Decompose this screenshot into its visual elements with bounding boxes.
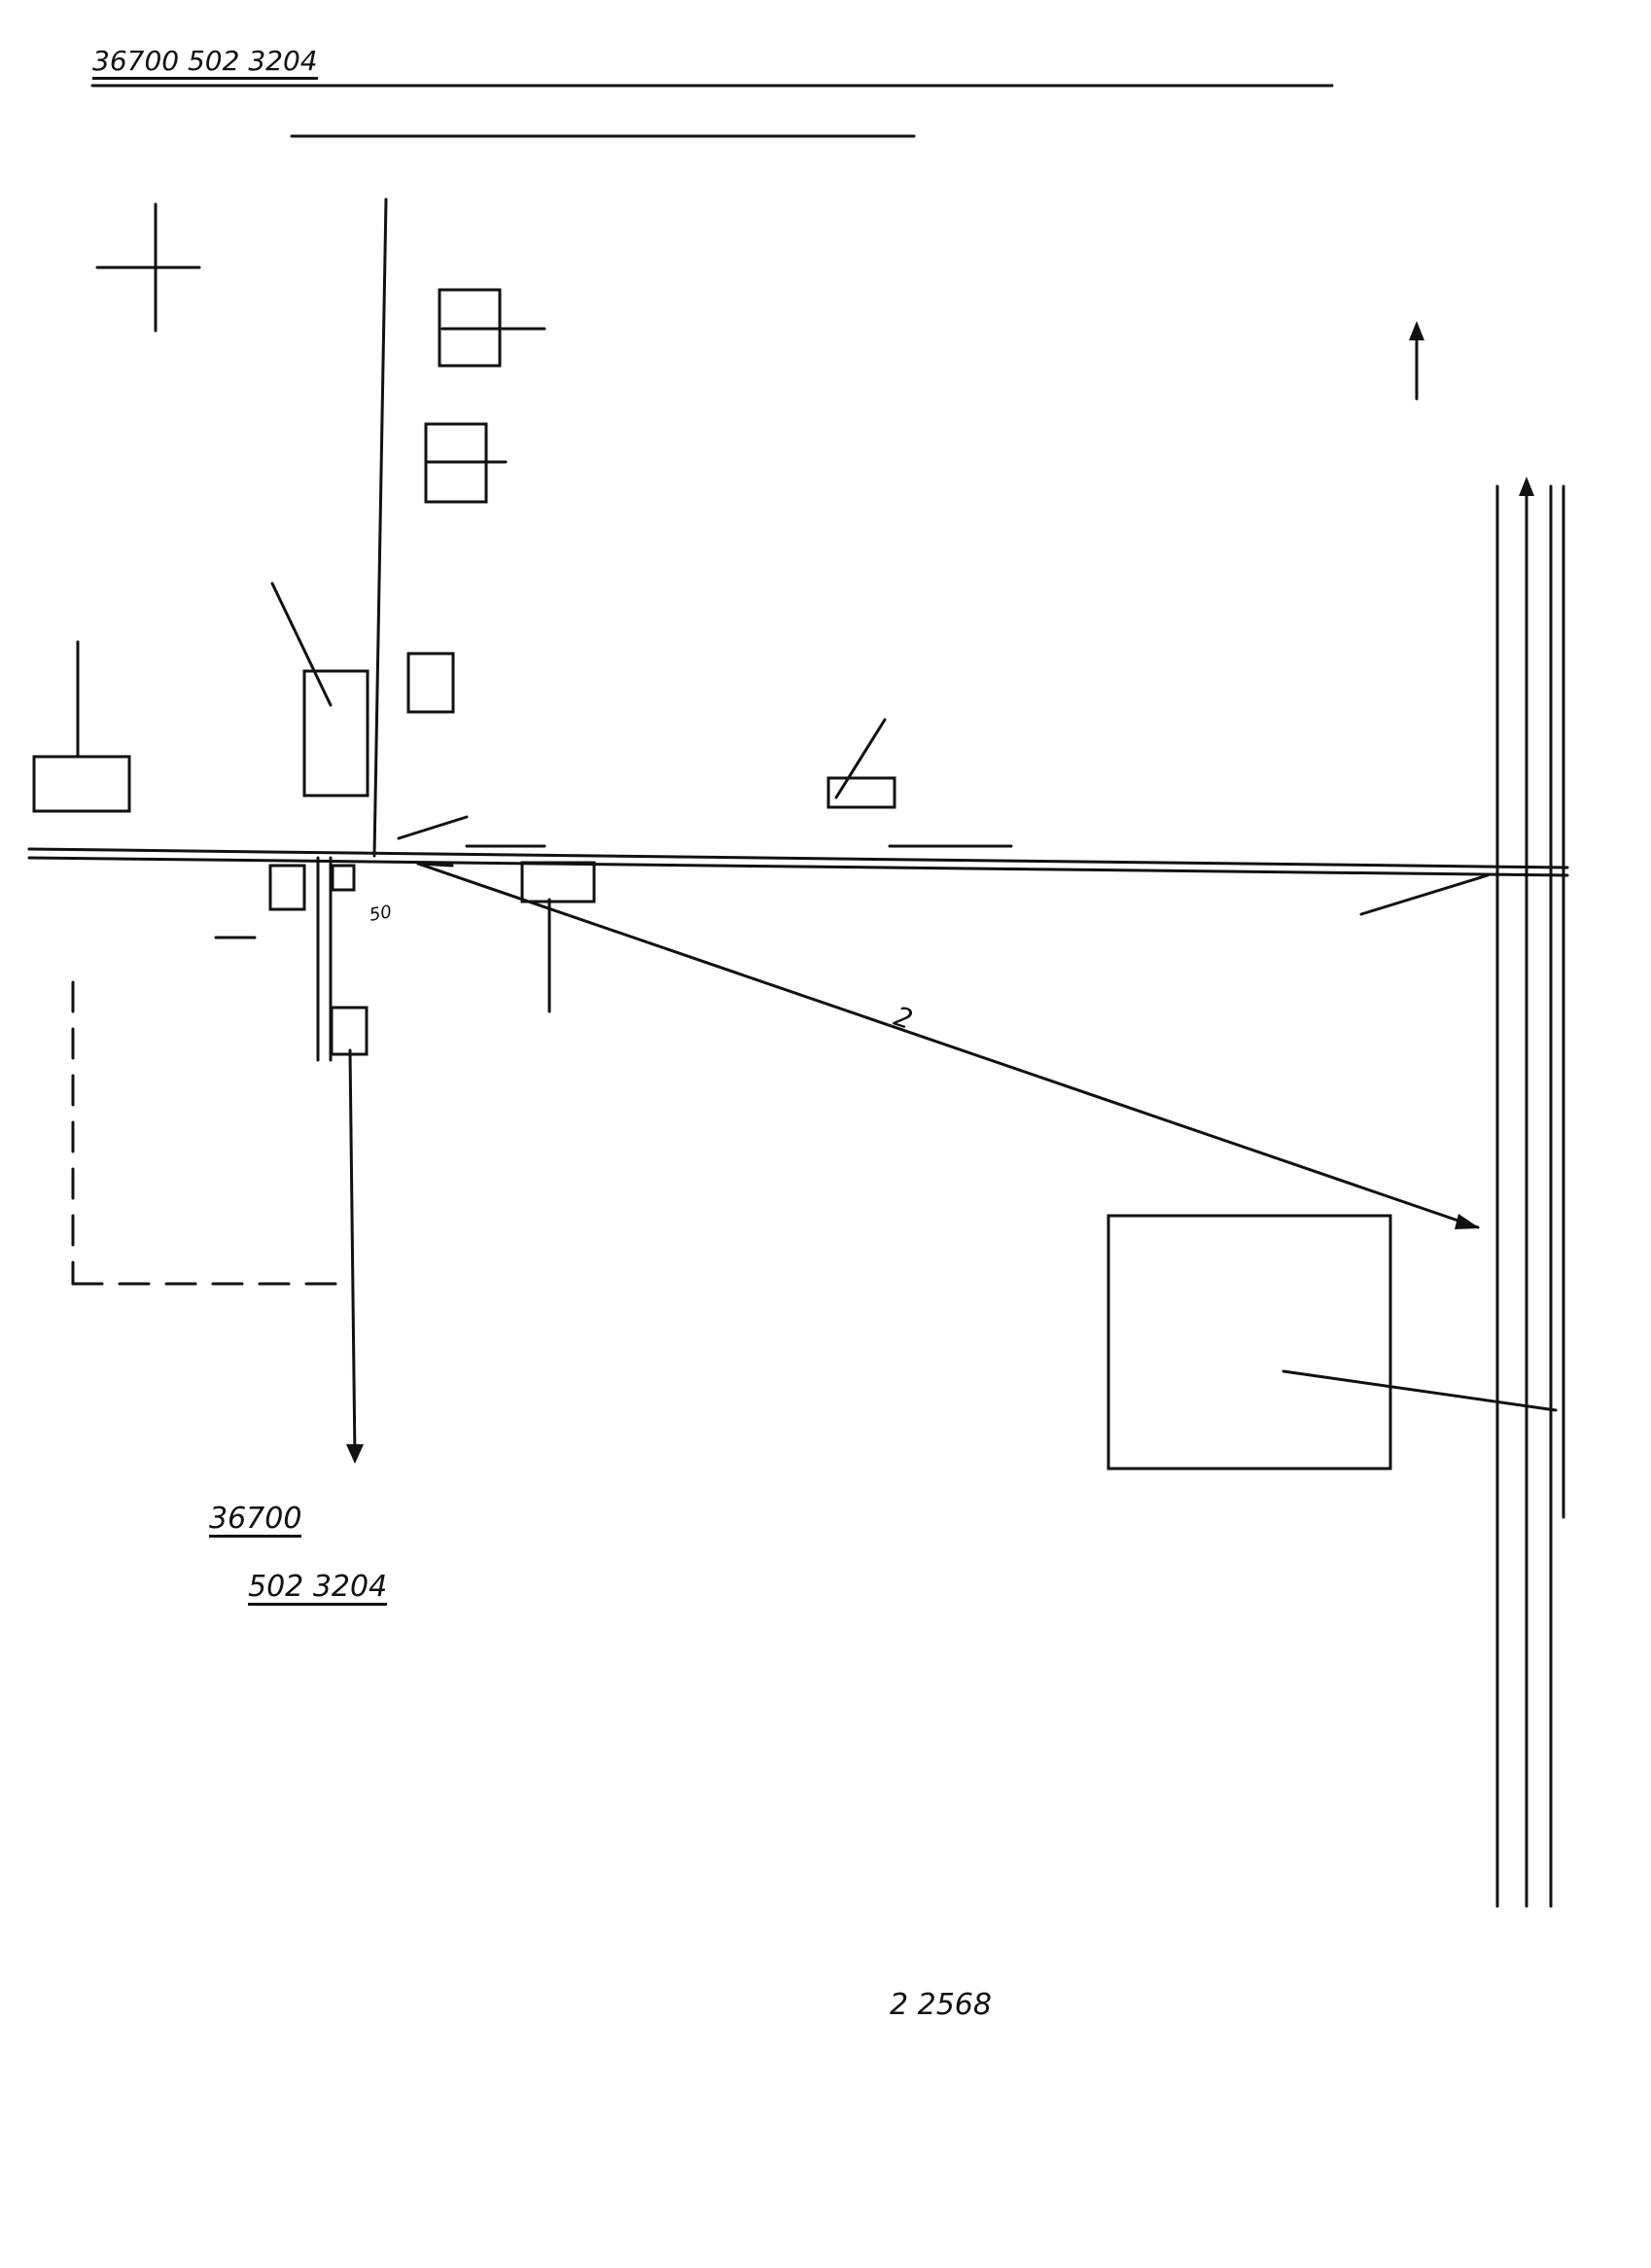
- road-main: [27, 847, 1569, 869]
- box-parcel-mark: [330, 1006, 369, 1056]
- box-small: [406, 652, 455, 714]
- distance-arrow-left: [416, 862, 454, 868]
- parcel-caption-land: 502: [248, 1570, 304, 1604]
- parcel-caption-line2: 502 3204: [248, 1570, 388, 1606]
- stamp-number: 2 2568: [890, 1988, 992, 2022]
- pointer-school: [270, 582, 333, 707]
- parcel-arrow-head: [346, 1444, 364, 1464]
- parcel-caption-no: 36700: [209, 1502, 302, 1536]
- label-50-meters: 50: [368, 902, 394, 926]
- box-district-office: [1107, 1214, 1392, 1471]
- pointer-sign: [397, 815, 469, 840]
- road-main-2: [27, 856, 1569, 877]
- header-survey-page: 3204: [248, 45, 318, 77]
- parcel-caption-line1: 36700: [209, 1502, 302, 1538]
- box-health: [826, 776, 896, 809]
- box-shop-2: [331, 864, 356, 892]
- box-shop-1: [268, 864, 306, 911]
- pointer-health: [834, 718, 887, 799]
- highway-arrow-head: [1519, 477, 1534, 496]
- header-parcel-no: 36700: [92, 45, 180, 77]
- pointer-district: [1282, 1369, 1558, 1412]
- parcel-caption-page: 3204: [312, 1570, 388, 1604]
- parcel-pointer: [348, 1048, 357, 1461]
- header-land-no: 502: [187, 45, 240, 77]
- pointer-junction: [1359, 873, 1490, 916]
- box-school: [302, 669, 369, 797]
- distance-arrow-head: [1455, 1214, 1480, 1229]
- north-arrow-head: [1409, 321, 1424, 340]
- stamp-line1: 2 2568: [890, 1989, 992, 2021]
- box-road-school: [520, 861, 596, 904]
- road-left: [372, 197, 388, 858]
- box-village: [32, 755, 131, 813]
- header-title: 36700 502 3204: [92, 45, 318, 80]
- distance-line: [416, 862, 1480, 1229]
